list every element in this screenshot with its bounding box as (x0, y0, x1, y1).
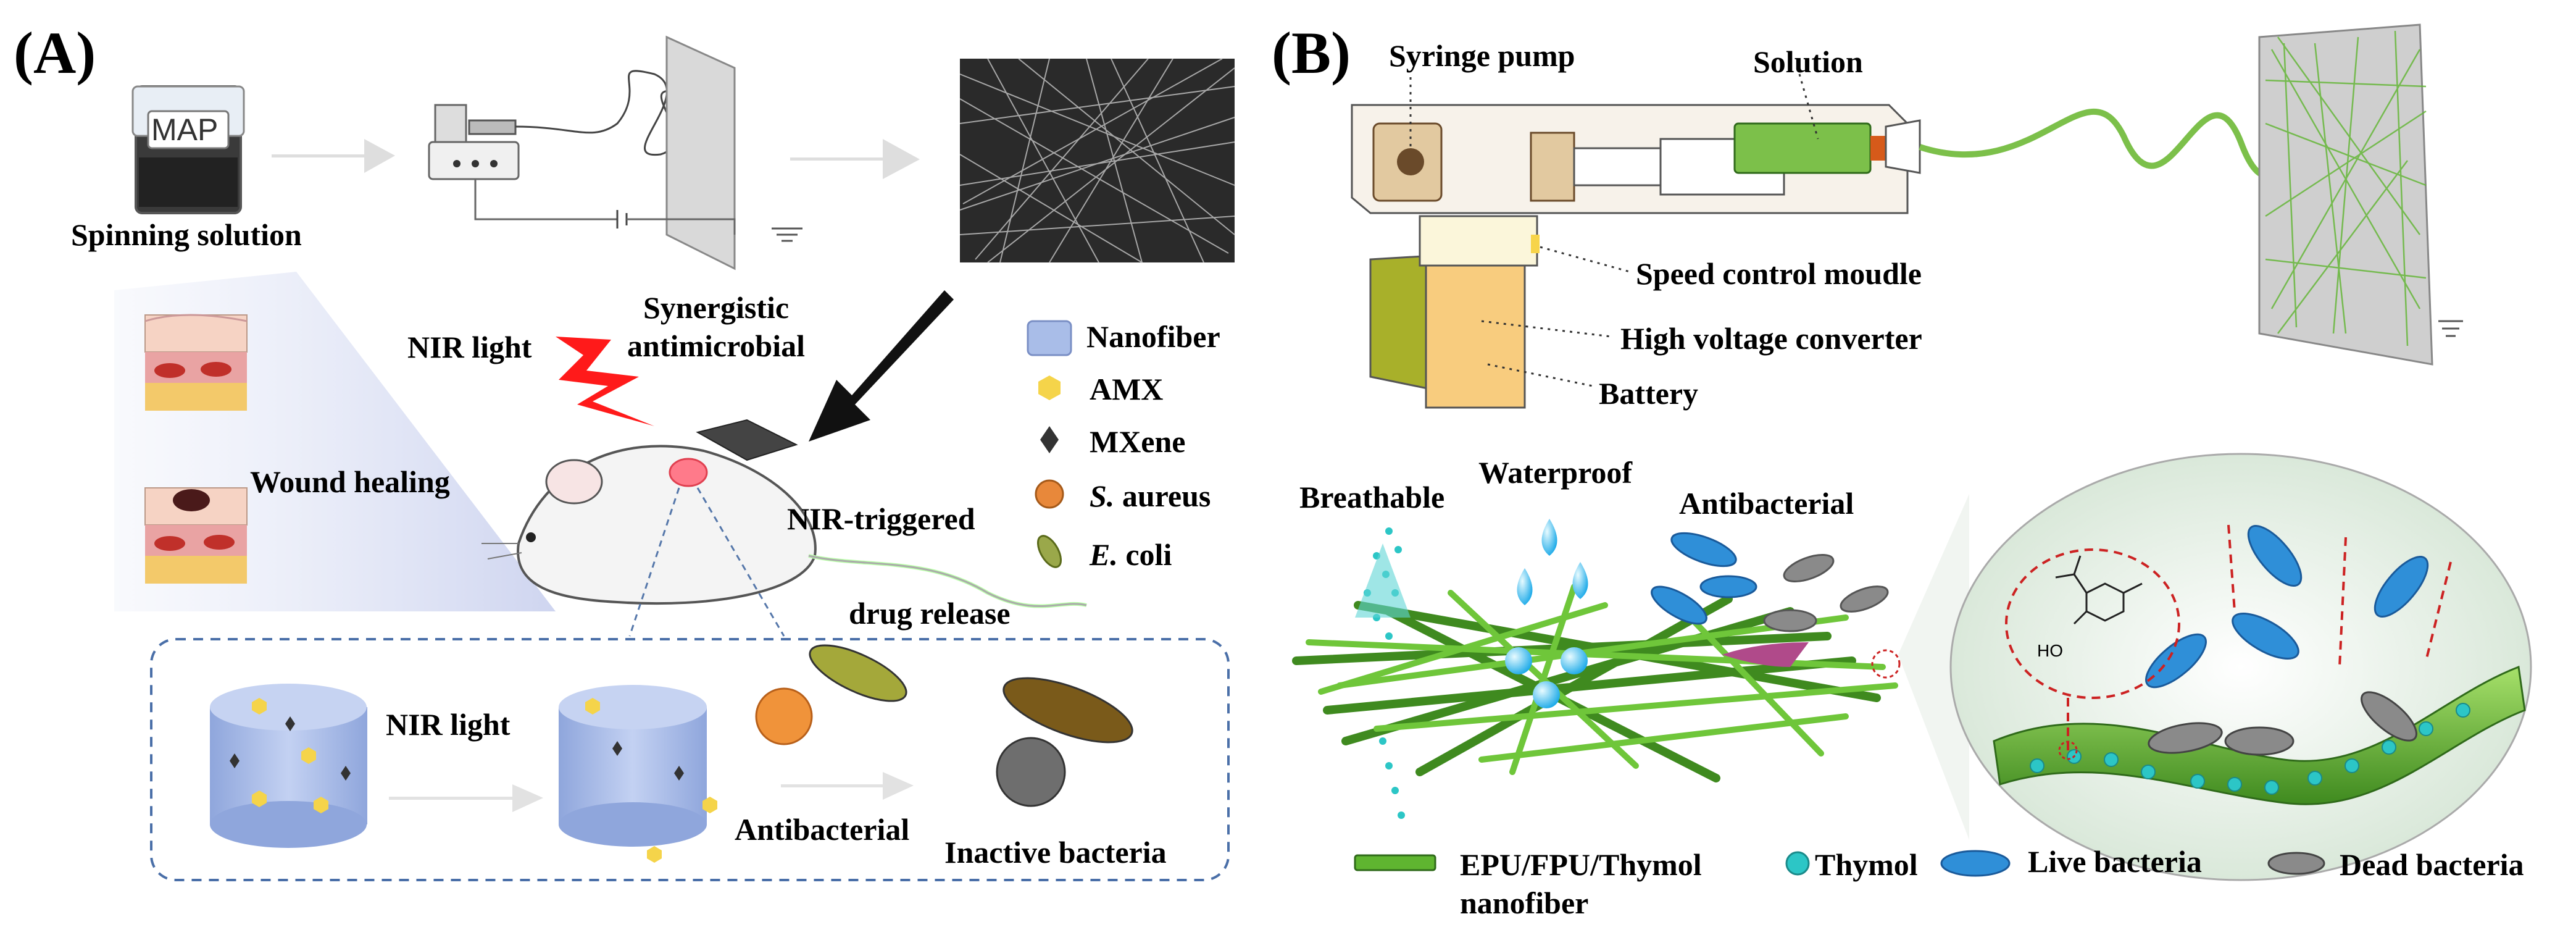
legend-s-aureus-label: S. aureus (1090, 480, 1211, 511)
battery-label: Battery (1599, 376, 1699, 411)
skin-section-icon (144, 314, 248, 411)
legend-e-coli-italic: E. (1090, 537, 1118, 572)
legend-b-icons (1354, 850, 2325, 877)
speed-control-label: Speed control moudle (1636, 256, 1922, 291)
nanofiber-patch-icon (696, 419, 798, 461)
sem-image (959, 58, 1235, 263)
e-coli-icon (809, 644, 907, 702)
legend-e-coli-rest: coli (1117, 537, 1172, 572)
legend-dead-bacteria-label: Dead bacteria (2340, 847, 2524, 882)
antibacterial-b-label: Antibacterial (1679, 486, 1854, 521)
lightning-icon (556, 337, 654, 426)
legend-e-coli-label: E. coli (1090, 539, 1172, 570)
zoom-circle (1949, 453, 2532, 881)
legend-a-icons (1027, 320, 1072, 568)
collector-plate (2258, 23, 2463, 366)
black-arrow (809, 290, 954, 442)
nanofiber-mat (1292, 584, 1898, 782)
legend-amx-label: AMX (1090, 372, 1164, 406)
inactive-s-aureus-icon (996, 737, 1066, 807)
inactive-bacteria-label: Inactive bacteria (944, 835, 1167, 870)
nanofiber-cylinder-icon (210, 684, 367, 848)
waterproof-label: Waterproof (1478, 455, 1633, 490)
legend-fiber-label-line1: EPU/FPU/Thymol (1460, 847, 1702, 882)
legend-mxene-label: MXene (1090, 424, 1186, 459)
spinning-solution-label: Spinning solution (71, 217, 302, 252)
legend-fiber-label-line2: nanofiber (1460, 886, 1589, 920)
drug-release-label: drug release (849, 596, 1011, 631)
nanofiber-cylinder-icon (559, 685, 717, 863)
inset-box-a (150, 638, 1230, 881)
panel-label-b: (B) (1272, 20, 1351, 86)
process-arrow (272, 139, 395, 173)
legend-thymol-label: Thymol (1815, 847, 1918, 882)
synergistic-label-line1: Synergistic (643, 290, 790, 325)
wound-healing-label: Wound healing (250, 464, 450, 499)
wounded-skin-icon (144, 487, 248, 584)
legend-s-aureus-rest: aureus (1114, 479, 1211, 513)
syringe-pump-label: Syringe pump (1389, 38, 1575, 73)
antibacterial-inset-label: Antibacterial (735, 812, 910, 847)
water-drop-icon (1505, 519, 1588, 708)
high-voltage-label: High voltage converter (1620, 321, 1922, 356)
process-arrow (790, 139, 920, 179)
legend-s-aureus-italic: S. (1090, 479, 1115, 513)
ho-label: HO (2037, 641, 2063, 660)
inactive-e-coli-icon (1002, 677, 1133, 744)
nir-triggered-label: NIR-triggered (787, 501, 975, 536)
legend-live-bacteria-label: Live bacteria (2028, 844, 2202, 879)
solution-label: Solution (1753, 44, 1863, 79)
panel-label-a: (A) (14, 20, 96, 86)
breathable-label: Breathable (1299, 480, 1445, 514)
legend-nanofiber-label: Nanofiber (1086, 319, 1220, 354)
s-aureus-icon (755, 687, 813, 745)
beaker-icon (131, 85, 245, 214)
nir-light-label: NIR light (407, 330, 532, 364)
electrospinning-setup-icon (428, 35, 802, 270)
syringe-pump-device (1351, 104, 1921, 409)
synergistic-label-line2: antimicrobial (627, 329, 805, 363)
mouse-illustration (481, 445, 1087, 608)
beaker-label: MAP (151, 112, 219, 147)
nir-light-inset-label: NIR light (386, 707, 511, 742)
